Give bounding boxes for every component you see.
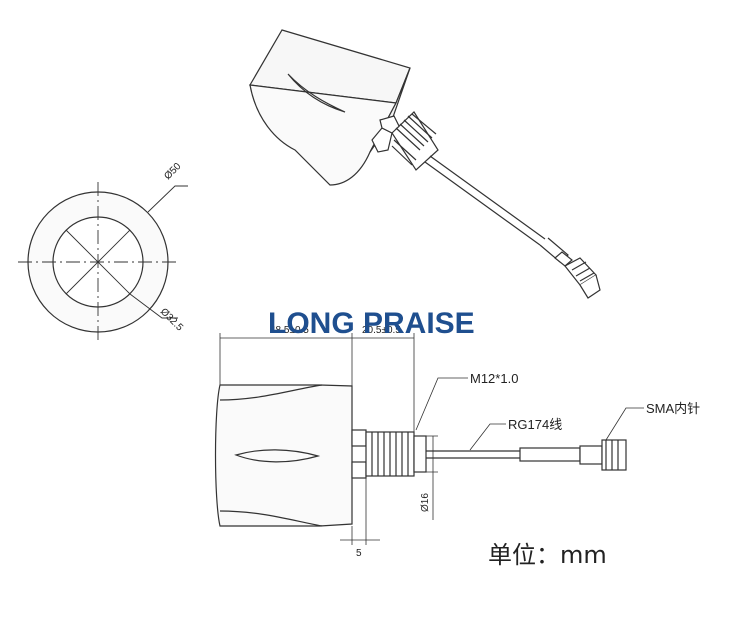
- front-view: [18, 182, 188, 342]
- outer-diameter-label: Ø50: [162, 161, 183, 182]
- unit-label: 单位：mm: [488, 541, 607, 569]
- thread-spec-callout: M12*1.0: [470, 371, 518, 386]
- brand-watermark: LONG PRAISE: [268, 307, 475, 340]
- side-view: [214, 333, 644, 545]
- nut-offset-label: 5: [356, 548, 362, 559]
- body-length-label: 48.5±0.5: [270, 325, 309, 336]
- connector-spec-callout: SMA内针: [646, 401, 700, 416]
- thread-diameter-label: Ø16: [420, 493, 431, 512]
- isometric-view: [249, 29, 601, 299]
- thread-length-label: 20.5±0.5: [362, 325, 401, 336]
- cable-spec-callout: RG174线: [508, 417, 562, 432]
- inner-diameter-label: Ø32.5: [158, 306, 185, 333]
